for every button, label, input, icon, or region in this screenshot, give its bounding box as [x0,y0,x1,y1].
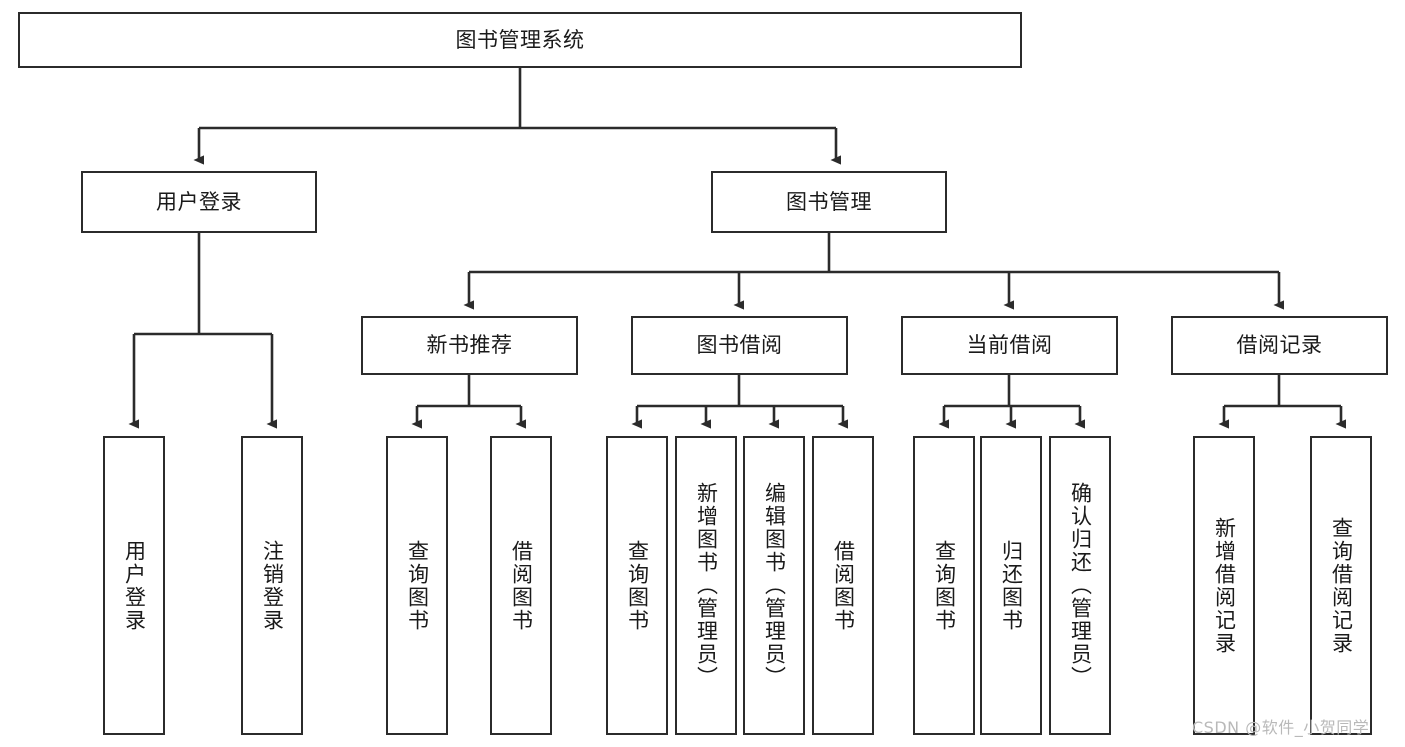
node-label: 借阅图书 [509,539,534,632]
leaf-borrow-book[interactable]: 借阅图书 [812,436,874,735]
node-root-book-management-system[interactable]: 图书管理系统 [18,12,1022,68]
leaf-add-book-admin[interactable]: 新增图书（管理员） [675,436,737,735]
leaf-query-borrow-record[interactable]: 查询借阅记录 [1310,436,1372,735]
node-user-login[interactable]: 用户登录 [81,171,317,233]
node-label: 新增借阅记录 [1212,516,1237,655]
node-label: 用户登录 [156,189,242,214]
node-label: 借阅记录 [1236,333,1323,358]
node-label: 图书借阅 [696,333,783,358]
node-label: 查询图书 [405,539,430,632]
node-label: 用户登录 [122,539,147,632]
leaf-logout-login[interactable]: 注销登录 [241,436,303,735]
leaf-query-book-borrow[interactable]: 查询图书 [606,436,668,735]
node-book-management[interactable]: 图书管理 [711,171,947,233]
node-label: 注销登录 [260,539,285,632]
node-label: 归还图书 [999,539,1024,632]
leaf-add-borrow-record[interactable]: 新增借阅记录 [1193,436,1255,735]
leaf-user-login[interactable]: 用户登录 [103,436,165,735]
node-borrow-record[interactable]: 借阅记录 [1171,316,1388,375]
node-label: 图书管理 [786,189,872,214]
node-label: 确认归还（管理员） [1068,482,1093,689]
node-label: 图书管理系统 [455,27,585,52]
node-label: 新增图书（管理员） [694,482,719,689]
node-label: 借阅图书 [831,539,856,632]
node-label: 查询图书 [625,539,650,632]
leaf-return-book[interactable]: 归还图书 [980,436,1042,735]
leaf-borrow-book-recommend[interactable]: 借阅图书 [490,436,552,735]
leaf-query-book-recommend[interactable]: 查询图书 [386,436,448,735]
node-label: 查询借阅记录 [1329,516,1354,655]
leaf-confirm-return-admin[interactable]: 确认归还（管理员） [1049,436,1111,735]
leaf-edit-book-admin[interactable]: 编辑图书（管理员） [743,436,805,735]
csdn-watermark: CSDN @软件_小贺同学 [1192,718,1370,737]
node-book-borrow[interactable]: 图书借阅 [631,316,848,375]
node-new-book-recommend[interactable]: 新书推荐 [361,316,578,375]
node-label: 查询图书 [932,539,957,632]
node-current-borrow[interactable]: 当前借阅 [901,316,1118,375]
node-label: 编辑图书（管理员） [762,482,787,689]
node-label: 当前借阅 [966,333,1053,358]
leaf-query-book-current[interactable]: 查询图书 [913,436,975,735]
node-label: 新书推荐 [426,333,513,358]
